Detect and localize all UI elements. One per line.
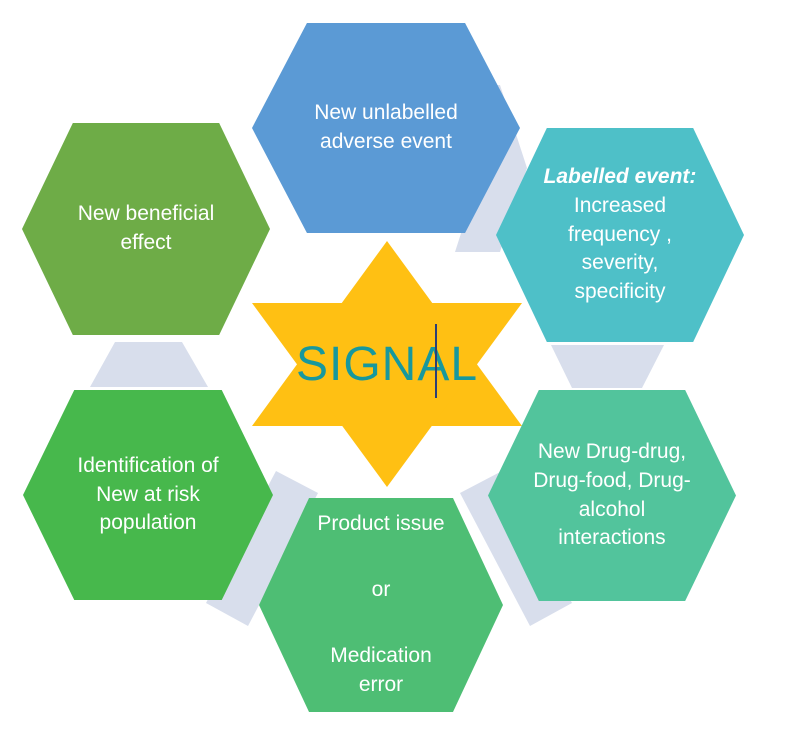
hexagon-new-beneficial-effect[interactable]: New beneficial effect — [22, 123, 270, 335]
center-star[interactable] — [252, 241, 522, 487]
hexagon-new-unlabelled-adverse-event[interactable]: New unlabelled adverse event — [252, 23, 520, 233]
hexagon-drug-interactions[interactable]: New Drug-drug, Drug-food, Drug- alcohol … — [488, 390, 736, 601]
hexagon-label: Identification of New at risk population — [77, 453, 219, 535]
hexagon-product-issue-medication-error[interactable]: Product issue or Medication error — [259, 498, 503, 712]
text-cursor — [435, 324, 437, 398]
hexagon-label-heading: Labelled event: — [543, 164, 697, 188]
connector-bottomleft-to-topleft — [90, 342, 208, 387]
hexagon-labelled-event[interactable]: Labelled event: Increased frequency , se… — [496, 128, 744, 342]
hexagon-label: New beneficial effect — [77, 202, 215, 254]
star-triangle-down[interactable] — [252, 303, 522, 487]
hexagon-label: New Drug-drug, Drug-food, Drug- alcohol … — [533, 439, 691, 550]
connector-topright-to-bottomright — [551, 345, 664, 388]
connector-bottom-to-bottomleft — [206, 471, 318, 626]
hexagon-label-line: or — [371, 578, 391, 602]
hexagon-label-line: Medication error — [330, 643, 432, 696]
hexagon-label: Increased frequency , severity, specific… — [568, 193, 672, 304]
hexagon-new-at-risk-population[interactable]: Identification of New at risk population — [23, 390, 273, 600]
hexagon-label-line: Product issue — [317, 512, 445, 536]
signal-text[interactable]: SIGNAL — [295, 337, 479, 391]
hexagon-label: New unlabelled adverse event — [314, 101, 458, 153]
